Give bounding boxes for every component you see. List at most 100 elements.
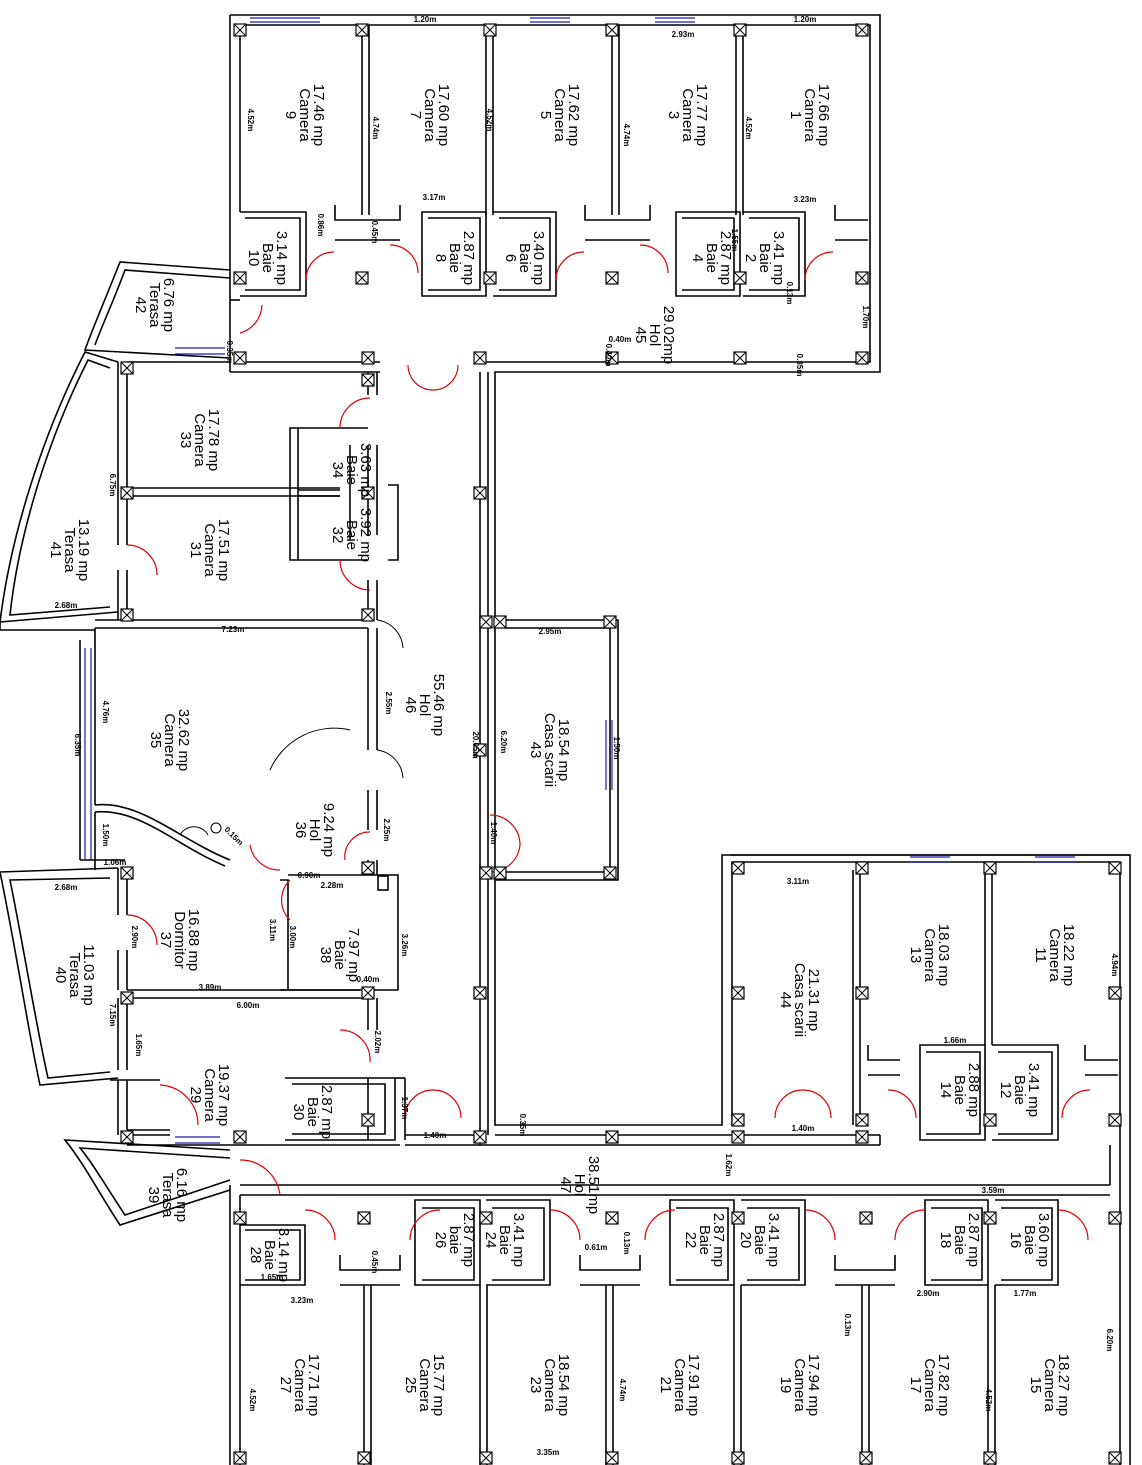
doors xyxy=(126,244,1091,1241)
room-label-line: 43 xyxy=(527,742,544,759)
dimension-label: 4.52m xyxy=(984,1389,993,1412)
dimension-label: 3.89m xyxy=(199,983,222,992)
room-label-line: Camera xyxy=(551,88,568,142)
room-label-line: Baie xyxy=(331,940,348,970)
room-label-line: 17.62 mp xyxy=(565,84,582,147)
room-label-line: 18.22 mp xyxy=(1060,924,1077,987)
room-label-line: 19.37 mp xyxy=(215,1064,232,1127)
room-label-line: 9 xyxy=(282,111,299,119)
room-label-line: 6 xyxy=(502,254,519,262)
terrace-39 xyxy=(63,1139,231,1226)
room-label-line: 24 xyxy=(482,1232,499,1249)
room-label-line: 37 xyxy=(157,932,174,949)
room-label-line: 2.87 mp xyxy=(965,1213,982,1267)
room-label-line: Baie xyxy=(261,1240,278,1270)
room-label-line: Baie xyxy=(751,1225,768,1255)
room-label-line: 3.92 mp xyxy=(357,508,374,562)
room-label-line: 18.27 mp xyxy=(1055,1354,1072,1417)
room-label-line: 2.88 mp xyxy=(965,1063,982,1117)
dimension-label: 2.55m xyxy=(384,692,393,715)
room-label-line: 7 xyxy=(407,111,424,119)
dimension-label: 0.40m xyxy=(357,975,380,984)
dimension-label: 1.50m xyxy=(101,824,110,847)
room-label-line: 2.87 mp xyxy=(717,231,734,285)
room-label-line: Terasa xyxy=(61,527,78,573)
dimension-label: 1.20m xyxy=(794,15,817,24)
dimension-label: 6.20m xyxy=(1105,1329,1114,1352)
terrace-40 xyxy=(0,867,119,1086)
room-label-line: 3.14 mp xyxy=(275,1228,292,1282)
room-label-line: 29.02mp xyxy=(660,306,677,364)
room-label-line: Baie xyxy=(696,1225,713,1255)
room-label-line: 17.60 mp xyxy=(435,84,452,147)
dimension-label: 4.52m xyxy=(744,117,753,140)
room-label-line: 1 xyxy=(787,111,804,119)
dimension-label: 1.06m xyxy=(104,858,127,867)
dimension-label: 4.76m xyxy=(101,701,110,724)
room-label-line: Baie xyxy=(259,243,276,273)
room-label-line: Terasa xyxy=(159,1172,176,1218)
room-label-line: 2 xyxy=(742,254,759,262)
top-wing-outline xyxy=(230,14,1131,1465)
dimension-label: 2.90m xyxy=(917,1289,940,1298)
room-label-line: Baie xyxy=(446,243,463,273)
dimension-label: 1.37m xyxy=(400,1097,409,1120)
room-label-line: Casa scarii xyxy=(541,713,558,787)
dimension-label: 0.13m xyxy=(785,282,794,305)
dimension-label: 0.86m xyxy=(316,214,325,237)
dimension-label: 7.23m xyxy=(222,625,245,634)
room-label-line: 33 xyxy=(177,432,194,449)
room-label-line: Camera xyxy=(161,713,178,767)
room-label-line: Terasa xyxy=(146,282,163,328)
dimension-label: 1.65m xyxy=(134,1034,143,1057)
dimension-label: 7.15m xyxy=(108,1004,117,1027)
room-label-line: 46 xyxy=(402,697,419,714)
room-label-line: 23 xyxy=(527,1377,544,1394)
room-label-line: 15 xyxy=(1027,1377,1044,1394)
room-label-line: Camera xyxy=(296,88,313,142)
dimension-label: 4.52m xyxy=(248,1389,257,1412)
room-label-line: 21 xyxy=(657,1377,674,1394)
room-label-line: Dormitor xyxy=(171,911,188,969)
dimension-label: 1.50m xyxy=(612,737,621,760)
room-label-line: Camera xyxy=(921,1358,938,1412)
room-label-line: 3.41 mp xyxy=(765,1213,782,1267)
room-label-line: 13 xyxy=(907,947,924,964)
room-label-line: 3.40 mp xyxy=(530,231,547,285)
room-label-line: 22 xyxy=(682,1232,699,1249)
room-label-line: Baie xyxy=(1021,1225,1038,1255)
dimension-label: 2.93m xyxy=(672,30,695,39)
room-label-line: Baie xyxy=(516,243,533,273)
dimension-label: 20.05m xyxy=(471,731,480,758)
room-label-line: 6.16 mp xyxy=(173,1168,190,1222)
dimension-label: 2.28m xyxy=(321,881,344,890)
dimension-label: 3.11m xyxy=(787,877,809,886)
dimension-label: 6.20m xyxy=(499,731,508,754)
room-label-line: Baie xyxy=(496,1225,513,1255)
dimension-label: 1.77m xyxy=(1014,1289,1037,1298)
dimension-label: 0.40m xyxy=(604,344,613,367)
dimension-label: 4.52m xyxy=(246,109,255,132)
dimension-label: 2.95m xyxy=(539,627,562,636)
room-label-line: 41 xyxy=(47,542,64,559)
room-label-line: 15.77 mp xyxy=(430,1354,447,1417)
room-label-line: 30 xyxy=(290,1104,307,1121)
dimension-label: 1.40m xyxy=(489,822,498,845)
walls xyxy=(0,14,1131,1465)
room-label-line: 3.63 mp xyxy=(357,443,374,497)
room-label-line: 11 xyxy=(1032,947,1049,963)
dimension-label: 0.61m xyxy=(585,1243,608,1252)
room-label-line: Hol xyxy=(646,324,663,347)
dimension-label: 3.23m xyxy=(291,1296,314,1305)
